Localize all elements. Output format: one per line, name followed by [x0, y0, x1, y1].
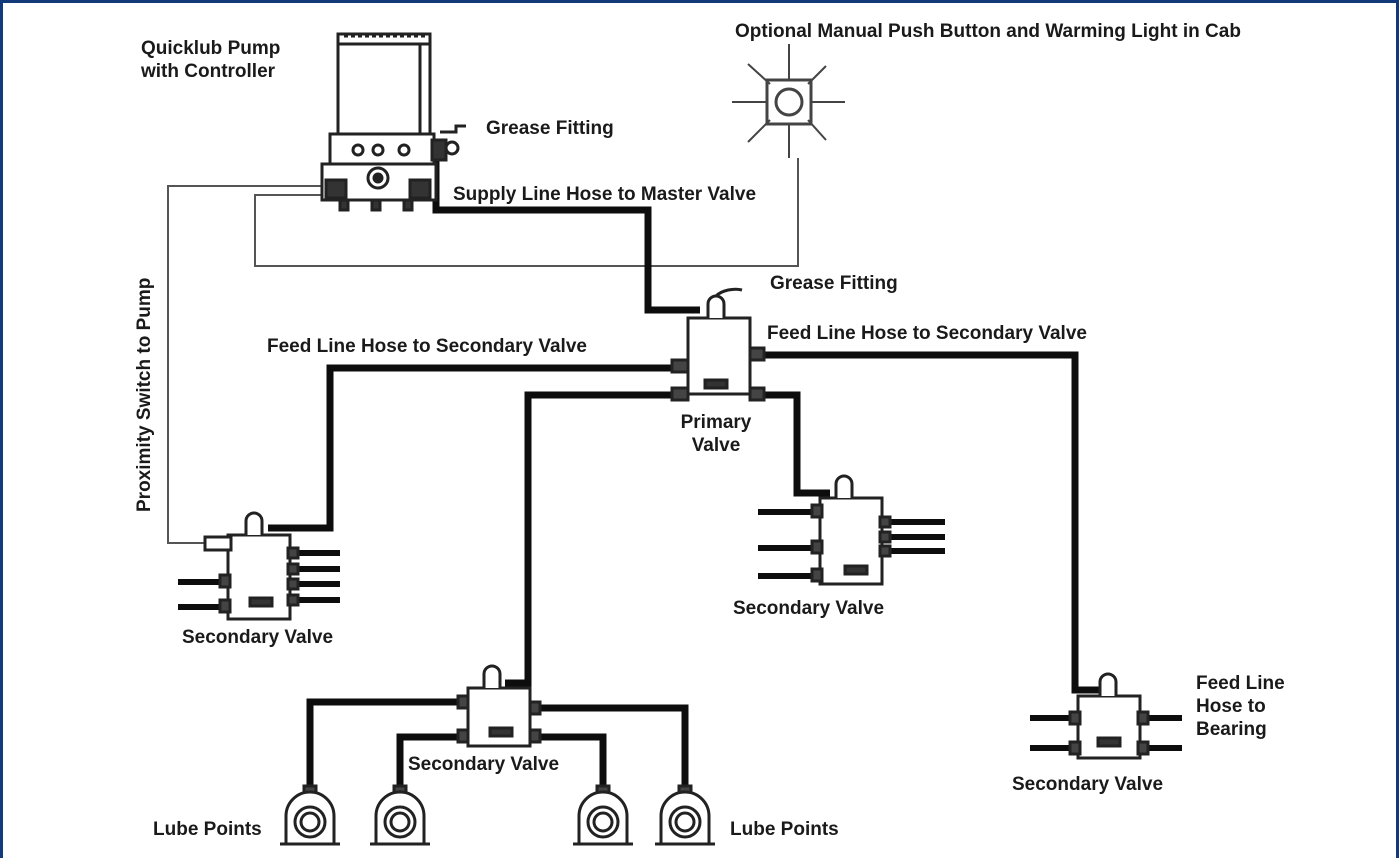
lube-hose-2: [396, 733, 462, 788]
feed-bearing-line-1: Feed Line: [1196, 673, 1285, 694]
control-wiring: [167, 158, 799, 544]
cab-light-label: Optional Manual Push Button and Warming …: [735, 21, 1241, 42]
lube-hose-3: [535, 733, 607, 788]
feed-bearing-line-2: Hose to: [1196, 695, 1266, 717]
pump-icon: [320, 32, 448, 212]
lube-points-right-label: Lube Points: [730, 819, 839, 840]
grease-fitting-primary-label: Grease Fitting: [770, 273, 898, 294]
supply-line-hose: [432, 150, 700, 314]
primary-valve-label-line-2: Valve: [691, 434, 741, 456]
grease-hoses: [268, 150, 1100, 788]
pump-label-line-2: with Controller: [141, 60, 276, 82]
supply-line-label: Supply Line Hose to Master Valve: [453, 184, 757, 205]
bearing-icon: [280, 784, 715, 846]
feed-line-right-label: Feed Line Hose to Secondary Valve: [767, 323, 1087, 344]
warning-light-icon: [732, 44, 845, 158]
secondary-valve-bottom-label: Secondary Valve: [408, 754, 560, 775]
grease-fitting-icon: [440, 124, 466, 156]
pump-label: Quicklub Pump with Controller: [141, 38, 280, 84]
feed-hose-center: [760, 391, 830, 497]
primary-valve-label-line-1: Primary: [680, 412, 752, 433]
secondary-valve-left-label: Secondary Valve: [182, 627, 334, 648]
feed-hose-right: [760, 351, 1100, 694]
lube-points-left-label: Lube Points: [153, 819, 262, 840]
cab-light-wire: [254, 158, 799, 267]
grease-fitting-pump-label: Grease Fitting: [486, 118, 614, 139]
feed-hose-bottom: [505, 391, 672, 687]
lube-hose-4: [535, 704, 689, 788]
feed-hose-left: [268, 364, 672, 532]
proximity-switch-label: Proximity Switch to Pump: [134, 277, 155, 512]
primary-valve-label: Primary Valve: [660, 412, 772, 458]
feed-line-bearing-label: Feed Line Hose to Bearing: [1196, 673, 1285, 741]
secondary-valve-right-label: Secondary Valve: [1012, 774, 1164, 795]
pump-label-line-1: Quicklub Pump: [141, 38, 281, 59]
valve-icon: [203, 287, 1150, 760]
secondary-valve-center-label: Secondary Valve: [733, 598, 885, 619]
proximity-wire: [167, 185, 322, 544]
lube-hose-1: [306, 698, 462, 788]
feed-line-left-label: Feed Line Hose to Secondary Valve: [267, 336, 587, 357]
feed-bearing-line-3: Bearing: [1196, 718, 1267, 740]
